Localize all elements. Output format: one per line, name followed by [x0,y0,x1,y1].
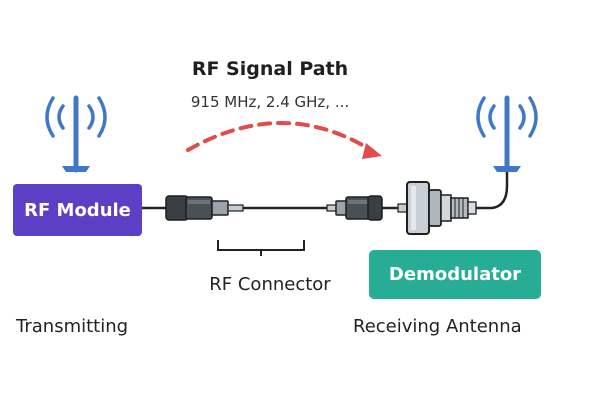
connector-bracket [217,240,305,256]
sma-connector-icon [397,172,509,235]
rf-connector-label: RF Connector [209,274,331,295]
left-cable-plug-icon [165,195,244,221]
transmit-antenna-icon [45,95,107,173]
receive-antenna-icon [476,95,538,173]
signal-path-arrow [186,121,382,159]
demodulator-node: Demodulator [369,250,541,299]
frequency-subtitle: 915 MHz, 2.4 GHz, ... [190,93,350,111]
rf-module-node: RF Module [13,184,142,236]
diagram-title: RF Signal Path [191,58,349,80]
receiving-antenna-label: Receiving Antenna [353,316,522,337]
right-cable-plug-icon [326,195,383,221]
transmitting-label: Transmitting [16,316,129,337]
